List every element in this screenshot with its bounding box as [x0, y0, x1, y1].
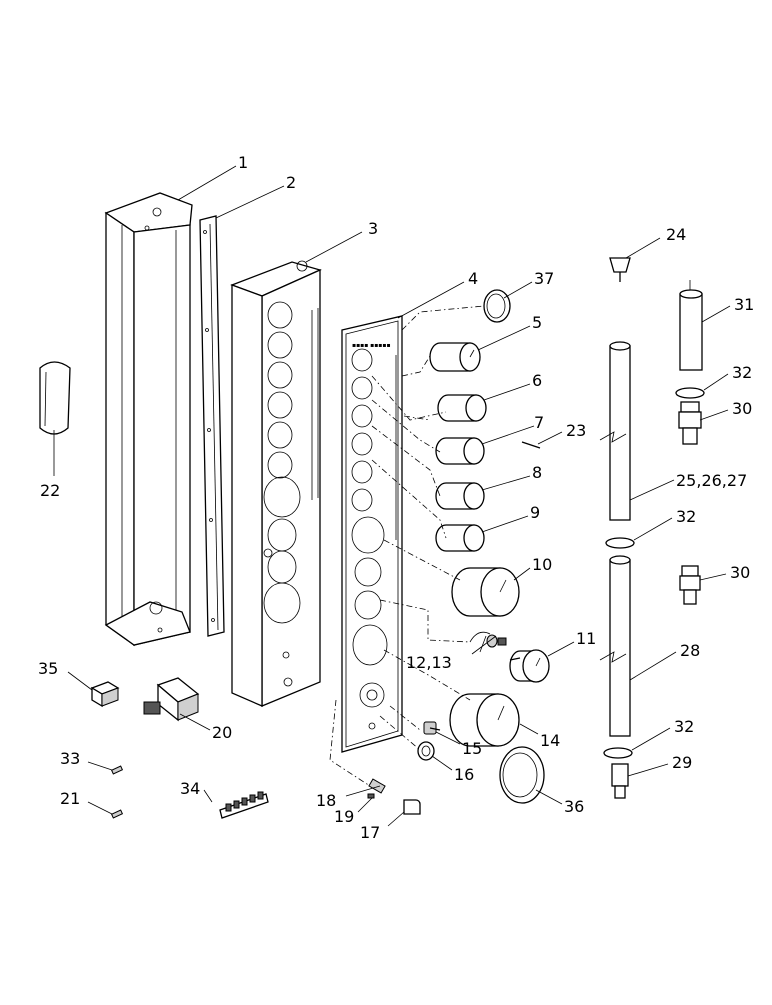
- callout-7: 7: [534, 413, 544, 432]
- callout-labels: 1 2 3 4 37 5 6 7 8 9 10 11 12,13 14 15 1…: [38, 153, 754, 842]
- part-34-terminal-strip: [219, 791, 269, 819]
- callout-10: 10: [532, 555, 552, 574]
- callout-20: 20: [212, 723, 232, 742]
- part-25-27-tube: [599, 341, 631, 521]
- callout-1: 1: [238, 153, 248, 172]
- part-1-housing: [104, 192, 193, 647]
- part-28-tube: [599, 555, 631, 737]
- callout-14: 14: [540, 731, 560, 750]
- callout-12-13: 12,13: [406, 653, 452, 672]
- callout-22: 22: [40, 481, 60, 500]
- part-2-hinge-strip: [199, 215, 225, 637]
- part-33-pin: [110, 765, 124, 775]
- callout-33: 33: [60, 749, 80, 768]
- gauge-7: [435, 437, 485, 465]
- callout-32-b: 32: [676, 507, 696, 526]
- callout-32-a: 32: [732, 363, 752, 382]
- part-29-end-fitting: [611, 763, 629, 799]
- callout-16: 16: [454, 765, 474, 784]
- callout-36: 36: [564, 797, 584, 816]
- part-21-pin: [110, 809, 124, 819]
- callout-28: 28: [680, 641, 700, 660]
- callout-24: 24: [666, 225, 686, 244]
- part-3-front-box: [230, 260, 322, 707]
- callout-37: 37: [534, 269, 554, 288]
- callout-11: 11: [576, 629, 596, 648]
- callout-9: 9: [530, 503, 540, 522]
- gauge-6: [437, 394, 487, 422]
- callout-21: 21: [60, 789, 80, 808]
- part-32-ring-c: [603, 747, 633, 759]
- parts-12-13: [469, 631, 507, 648]
- callout-23: 23: [566, 421, 586, 440]
- part-17-clip: [403, 799, 421, 815]
- callout-31: 31: [734, 295, 754, 314]
- leader-lines: [53, 165, 731, 827]
- part-19-pin: [367, 793, 375, 799]
- gauge-10: [451, 567, 520, 617]
- part-30-fitting-b: [679, 565, 701, 605]
- part-30-fitting-a: [678, 401, 702, 445]
- callout-6: 6: [532, 371, 542, 390]
- callout-15: 15: [462, 739, 482, 758]
- gauge-14: [449, 693, 520, 747]
- part-24-cap: [609, 257, 631, 282]
- callout-30-b: 30: [730, 563, 750, 582]
- part-32-ring-b: [605, 537, 635, 549]
- callout-32-c: 32: [674, 717, 694, 736]
- callout-34: 34: [180, 779, 200, 798]
- callout-30-a: 30: [732, 399, 752, 418]
- part-15-knob: [423, 721, 441, 735]
- part-22-handle: [39, 361, 71, 435]
- callout-8: 8: [532, 463, 542, 482]
- part-16-cap: [417, 741, 435, 761]
- part-36-bezel: [499, 746, 545, 804]
- part-4-face-plate: ▪▪▪▪ ▪▪▪▪▪: [341, 315, 403, 753]
- callout-3: 3: [368, 219, 378, 238]
- callout-5: 5: [532, 313, 542, 332]
- part-23-pin: [521, 441, 541, 449]
- callout-35: 35: [38, 659, 58, 678]
- callout-19: 19: [334, 807, 354, 826]
- callout-25-27: 25,26,27: [676, 471, 747, 490]
- gauge-9: [435, 524, 485, 552]
- part-20-plug: [143, 677, 200, 722]
- callout-18: 18: [316, 791, 336, 810]
- callout-29: 29: [672, 753, 692, 772]
- part-35-block: [90, 681, 120, 708]
- svg-text:▪▪▪▪ ▪▪▪▪▪: ▪▪▪▪ ▪▪▪▪▪: [352, 342, 391, 349]
- gauge-5: [429, 342, 481, 372]
- gauge-8: [435, 482, 485, 510]
- callout-4: 4: [468, 269, 478, 288]
- assembly-lines: [329, 305, 485, 787]
- part-37-bezel: [483, 289, 511, 323]
- gauge-11: [509, 649, 550, 683]
- part-18-connector: [368, 778, 386, 794]
- part-31-tube: [679, 280, 703, 371]
- callout-17: 17: [360, 823, 380, 842]
- part-32-ring-a: [675, 387, 705, 399]
- callout-2: 2: [286, 173, 296, 192]
